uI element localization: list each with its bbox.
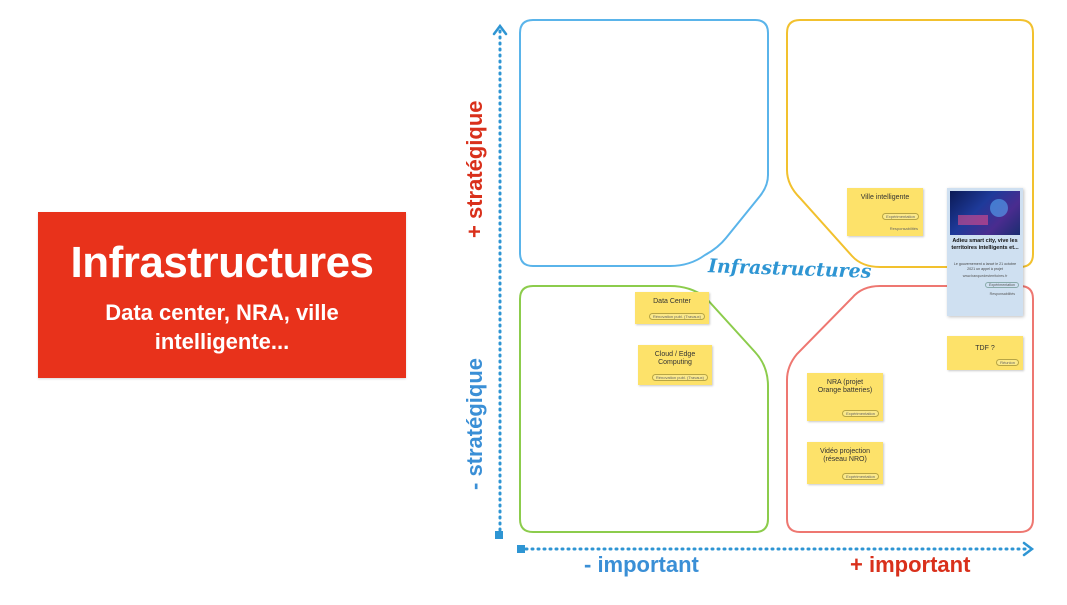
sticky-text: Vidéo projection (réseau NRO) <box>819 448 871 463</box>
article-thumbnail <box>950 191 1020 235</box>
x-axis-arrowhead <box>1022 541 1035 557</box>
title-card-title: Infrastructures <box>70 238 374 287</box>
sticky-tag: Expérimentation <box>882 213 919 220</box>
y-axis-origin-marker <box>495 531 503 539</box>
sticky-tdf[interactable]: TDF ? Réunion <box>947 336 1023 370</box>
sticky-tag: Réunion <box>996 359 1019 366</box>
sticky-text: TDF ? <box>975 345 995 352</box>
article-meta: Responsabilités <box>989 292 1015 296</box>
sticky-text: Ville intelligente <box>860 194 910 201</box>
sticky-text: NRA (projet Orange batteries) <box>817 379 873 394</box>
quadrant-bottom-right <box>786 285 1034 533</box>
x-axis-plus-label: + important <box>850 552 971 577</box>
y-axis-arrowhead <box>492 23 508 36</box>
sticky-tag: Rénovation publ. (Travaux) <box>651 374 708 381</box>
sticky-text: Data Center <box>653 298 691 305</box>
sticky-tag: Expérimentation <box>842 473 879 480</box>
article-description: Le gouvernement a lancé le 21 octobre 20… <box>953 262 1017 271</box>
quadrant-top-right <box>786 19 1034 268</box>
sticky-meta: Responsabilités <box>889 226 918 231</box>
sticky-tag: Rénovation publ. (Travaux) <box>648 313 705 320</box>
title-card-subtitle: Data center, NRA, ville intelligente... <box>105 300 339 354</box>
article-url[interactable]: www.banquedesterritoires.fr <box>962 274 1008 278</box>
sticky-ville-intelligente[interactable]: Ville intelligente Expérimentation Respo… <box>847 188 923 236</box>
article-title: Adieu smart city, vive les territoires i… <box>951 238 1019 251</box>
y-axis-plus-label: + stratégique <box>462 100 487 238</box>
article-thumbnail-glow <box>990 199 1008 217</box>
sticky-nra[interactable]: NRA (projet Orange batteries) Expériment… <box>807 373 883 421</box>
x-axis-minus-label: - important <box>584 552 699 577</box>
y-axis-minus-label: - stratégique <box>462 357 487 490</box>
article-card[interactable]: Adieu smart city, vive les territoires i… <box>947 188 1023 316</box>
sticky-video-projection[interactable]: Vidéo projection (réseau NRO) Expériment… <box>807 442 883 484</box>
sticky-tag: Expérimentation <box>842 410 879 417</box>
x-axis-origin-marker <box>517 545 525 553</box>
sticky-data-center[interactable]: Data Center Rénovation publ. (Travaux) <box>635 292 709 324</box>
title-card: Infrastructures Data center, NRA, ville … <box>38 212 406 378</box>
article-tag: Expérimentation <box>985 282 1019 288</box>
sticky-cloud-edge[interactable]: Cloud / Edge Computing Rénovation publ. … <box>638 345 712 385</box>
sticky-text: Cloud / Edge Computing <box>654 351 696 366</box>
article-thumbnail-glow <box>958 215 988 225</box>
quadrant-top-left <box>519 19 769 267</box>
